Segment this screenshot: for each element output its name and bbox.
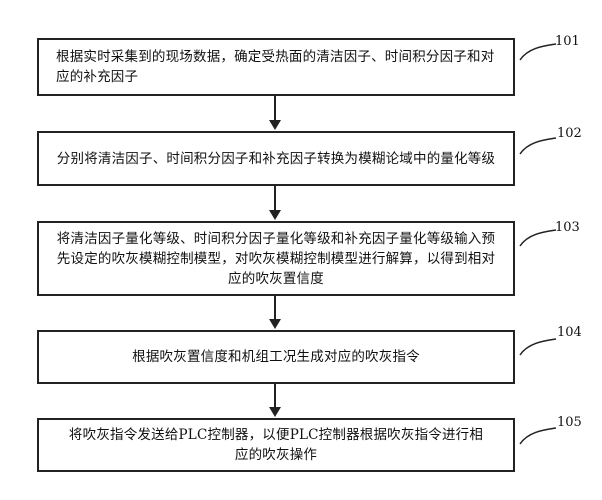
step-box-103: 将清洁因子量化等级、时间积分因子量化等级和补充因子量化等级输入预先设定的吹灰模糊…	[37, 221, 515, 296]
arrow-3-line	[274, 296, 276, 319]
arrow-2-head	[269, 210, 281, 220]
ref-label-103: 103	[555, 220, 580, 235]
step-box-105: 将吹灰指令发送给PLC控制器，以便PLC控制器根据吹灰指令进行相应的吹灰操作	[37, 418, 515, 472]
arrow-1-head	[269, 120, 281, 130]
step-text-103: 将清洁因子量化等级、时间积分因子量化等级和补充因子量化等级输入预先设定的吹灰模糊…	[56, 230, 496, 287]
step-text-105: 将吹灰指令发送给PLC控制器，以便PLC控制器根据吹灰指令进行相应的吹灰操作	[68, 427, 484, 463]
step-box-104: 根据吹灰置信度和机组工况生成对应的吹灰指令	[37, 330, 515, 384]
step-text-102: 分别将清洁因子、时间积分因子和补充因子转换为模糊论域中的量化等级	[56, 150, 496, 167]
arrow-4-head	[269, 407, 281, 417]
leader-101	[519, 43, 557, 61]
ref-label-102: 102	[557, 126, 582, 141]
step-text-104: 根据吹灰置信度和机组工况生成对应的吹灰指令	[132, 349, 420, 365]
ref-label-101: 101	[555, 34, 580, 49]
leader-105	[519, 427, 557, 445]
arrow-1-line	[274, 96, 276, 120]
arrow-3-head	[269, 319, 281, 329]
arrow-4-line	[274, 384, 276, 407]
step-text-101: 根据实时采集到的现场数据，确定受热面的清洁因子、时间积分因子和对应的补充因子	[56, 49, 495, 85]
step-box-101: 根据实时采集到的现场数据，确定受热面的清洁因子、时间积分因子和对应的补充因子	[37, 38, 515, 96]
leader-103	[519, 229, 557, 247]
leader-104	[519, 338, 557, 356]
ref-label-104: 104	[557, 325, 582, 340]
step-box-102: 分别将清洁因子、时间积分因子和补充因子转换为模糊论域中的量化等级	[37, 131, 515, 186]
arrow-2-line	[274, 186, 276, 210]
leader-102	[519, 137, 557, 155]
ref-label-105: 105	[557, 415, 582, 430]
